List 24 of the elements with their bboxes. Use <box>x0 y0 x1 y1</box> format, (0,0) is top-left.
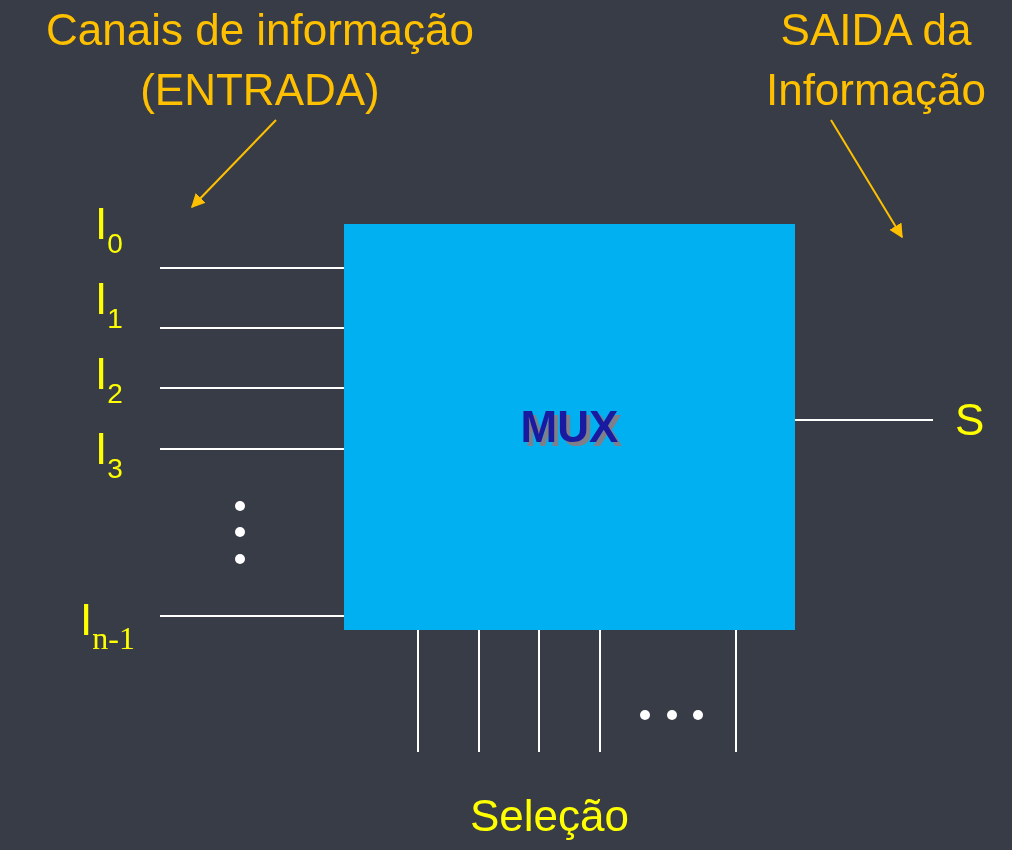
signal-line <box>159 448 345 450</box>
pin-name: I$_{3}$ <box>95 427 123 483</box>
pin-name: I$_{2}$ <box>95 352 123 408</box>
signal-line <box>735 629 737 753</box>
leader-arrow <box>830 119 903 239</box>
signal-line <box>794 419 934 421</box>
signal-line <box>417 629 419 753</box>
pin-name: I$_{0}$ <box>95 202 123 258</box>
signal-line <box>478 629 480 753</box>
pin-name: I$_{n-1}$ <box>80 598 135 654</box>
signal-line <box>159 387 345 389</box>
leader-arrow <box>191 119 277 208</box>
heading-text: SAIDA da Informação <box>764 4 988 116</box>
signal-line <box>599 629 601 753</box>
pin-name: S <box>955 398 985 442</box>
block-title: MUX <box>520 405 619 449</box>
signal-line <box>538 629 540 753</box>
signal-line <box>159 267 345 269</box>
pin-name: I$_{1}$ <box>95 277 123 333</box>
signal-line <box>159 327 345 329</box>
multiplexer-block <box>344 224 795 630</box>
heading-text: Canais de informação (ENTRADA) <box>45 4 475 116</box>
signal-group-label: Seleção <box>470 794 629 838</box>
signal-line <box>159 615 345 617</box>
